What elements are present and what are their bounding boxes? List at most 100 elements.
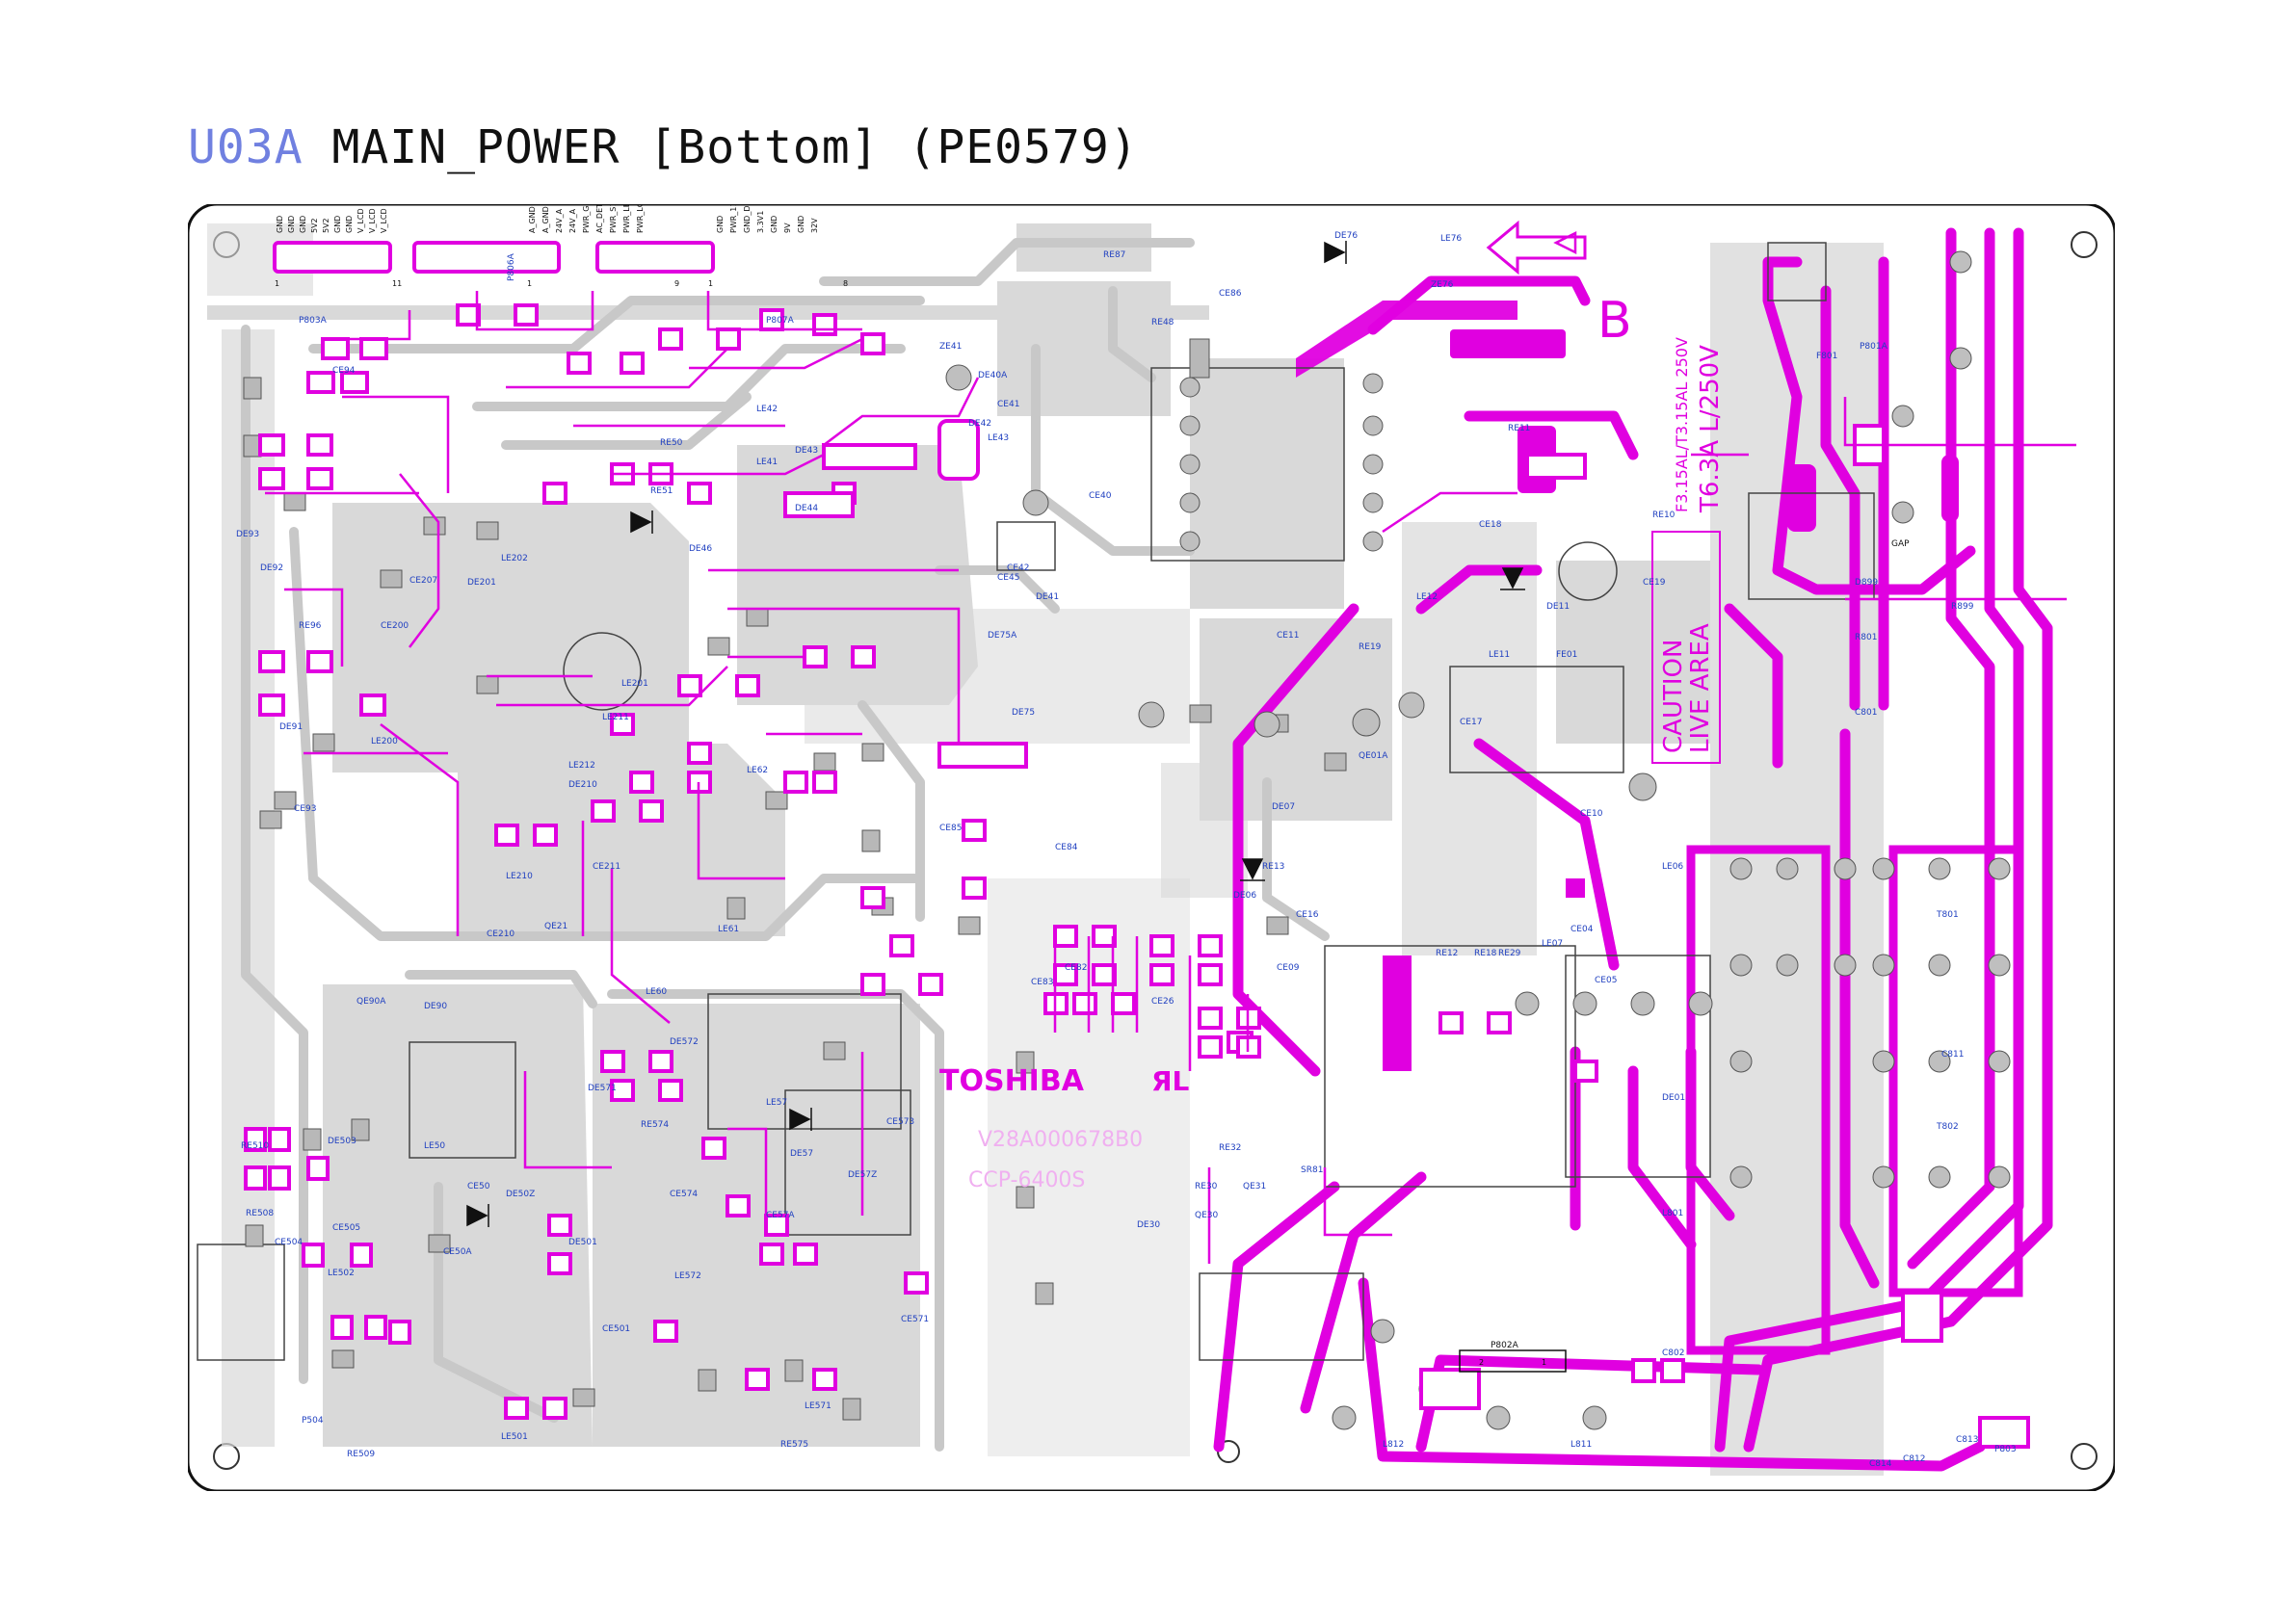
- designator-qe90a: QE90A: [356, 997, 386, 1007]
- designator-c811: C811: [1941, 1050, 1964, 1060]
- designator-ce211: CE211: [593, 862, 620, 872]
- designator-ce571: CE571: [901, 1315, 929, 1324]
- designator-ce26: CE26: [1151, 997, 1174, 1007]
- connector-p807a: P807A GND PWR_11V GND_D 3.3V1 GND 9V GND…: [708, 204, 848, 326]
- designator-c813: C813: [1956, 1435, 1978, 1445]
- designator-ce573: CE573: [886, 1117, 914, 1127]
- designator-le212: LE212: [568, 761, 595, 771]
- pin-number: 1: [708, 279, 713, 288]
- designator-l812: L812: [1383, 1440, 1404, 1450]
- brand-logo: TOSHIBA: [939, 1064, 1085, 1098]
- pin-label: 2: [1479, 1358, 1484, 1367]
- designator-c812: C812: [1903, 1454, 1925, 1464]
- pin-number: 9: [674, 279, 679, 288]
- zone-letter: B: [1597, 292, 1632, 350]
- pin-label: GND: [797, 216, 805, 233]
- designator-de572: DE572: [670, 1037, 699, 1047]
- designator-sr81: SR81: [1301, 1165, 1323, 1175]
- designator-re12: RE12: [1436, 949, 1458, 958]
- designator-de93: DE93: [236, 530, 259, 539]
- pin-label: A_GND: [528, 206, 537, 233]
- designator-t801: T801: [1936, 910, 1959, 920]
- designator-re50: RE50: [660, 438, 683, 448]
- designator-ce09: CE09: [1277, 963, 1300, 973]
- pcb-code-label: CCP-6400S: [968, 1168, 1085, 1192]
- pin-label: 5V2: [322, 218, 330, 233]
- pin-label: GND: [287, 216, 296, 233]
- designator-re30: RE30: [1195, 1182, 1218, 1191]
- designator-ce574: CE574: [670, 1190, 698, 1199]
- gap-label: GAP: [1891, 539, 1910, 549]
- pin-label: 9V: [783, 223, 792, 233]
- pin-number: 8: [843, 279, 848, 288]
- designator-de44: DE44: [795, 504, 818, 513]
- designator-fe01: FE01: [1556, 650, 1577, 660]
- pin-label: 32V: [810, 218, 819, 233]
- pin-label: GND: [299, 216, 307, 233]
- designator-de571: DE571: [588, 1084, 617, 1093]
- designator-le571: LE571: [805, 1401, 831, 1411]
- fuse-rating-1: F3.15AL/T3.15AL 250V: [1673, 337, 1691, 512]
- signal-traces-magenta: [265, 291, 2076, 1264]
- designator-re87: RE87: [1103, 250, 1125, 260]
- pin-label: 1: [1542, 1358, 1546, 1367]
- designator-de43: DE43: [795, 446, 818, 456]
- designator-re575: RE575: [780, 1440, 808, 1450]
- connector-ref: P802A: [1491, 1341, 1519, 1350]
- connector-ref: P806A: [507, 252, 516, 281]
- pin-label: A_GND: [541, 206, 550, 233]
- designator-de92: DE92: [260, 563, 283, 573]
- designator-re19: RE19: [1359, 642, 1382, 652]
- pin-label: 5V2: [310, 218, 319, 233]
- designator-le502: LE502: [328, 1269, 355, 1278]
- designator-t802: T802: [1936, 1122, 1959, 1132]
- designator-ce19: CE19: [1643, 578, 1666, 588]
- designator-le201: LE201: [621, 679, 648, 689]
- designator-ce16: CE16: [1296, 910, 1319, 920]
- designator-ce45: CE45: [997, 573, 1019, 583]
- designator-le41: LE41: [756, 458, 778, 467]
- pin-label: PWR_LCD: [636, 204, 645, 233]
- designator-le57: LE57: [766, 1098, 787, 1108]
- designator-re510: RE510: [241, 1141, 269, 1151]
- designator-de30: DE30: [1137, 1220, 1160, 1230]
- pin-label: GND: [770, 216, 779, 233]
- designator-ce207: CE207: [409, 576, 437, 586]
- designator-de75: DE75: [1012, 708, 1035, 718]
- title-name: MAIN_POWER: [331, 120, 620, 174]
- designator-ce83: CE83: [1031, 978, 1053, 987]
- designator-de07: DE07: [1272, 802, 1295, 812]
- designator-re48: RE48: [1151, 318, 1174, 327]
- designator-de50z: DE50Z: [506, 1190, 535, 1199]
- pin-label: PWR_S1G: [609, 204, 618, 233]
- pcb-board-diagram: TOSHIBA ЯL V28A000678B0 CCP-6400S B CAUT…: [188, 204, 2115, 1491]
- pin-label: AC_DET: [595, 204, 604, 233]
- pin-label: V_LCD: [356, 208, 365, 233]
- designator-r899: R899: [1951, 602, 1974, 612]
- designator-p803: P803: [1994, 1445, 2017, 1454]
- designator-f801: F801: [1816, 352, 1837, 361]
- designator-de46: DE46: [689, 544, 712, 554]
- designator-de91: DE91: [279, 722, 303, 732]
- pin-label: V_LCD: [368, 208, 377, 233]
- designator-ce42: CE42: [1007, 563, 1029, 573]
- designator-le501: LE501: [501, 1432, 528, 1442]
- title-side: [Bottom]: [648, 120, 880, 174]
- caution-box: [1651, 531, 1721, 764]
- designator-de503: DE503: [328, 1137, 356, 1146]
- designator-de501: DE501: [568, 1238, 597, 1247]
- component-pads-magenta: [244, 241, 2030, 1449]
- designator-le61: LE61: [718, 925, 739, 934]
- designator-re18: RE18: [1474, 949, 1497, 958]
- designator-re96: RE96: [299, 621, 322, 631]
- title-part: (PE0579): [908, 120, 1139, 174]
- designator-le12: LE12: [1416, 592, 1438, 602]
- connector-p803a: P803A GND GND GND 5V2 5V2 GND GND V_LCD …: [275, 208, 402, 326]
- title-code: U03A: [188, 120, 303, 174]
- caution-label-1: CAUTION: [1659, 640, 1688, 753]
- designator-le42: LE42: [756, 405, 778, 414]
- designator-p801a: P801A: [1860, 342, 1888, 352]
- designator-ze41: ZE41: [939, 342, 962, 352]
- designator-le76: LE76: [1440, 234, 1462, 244]
- designator-de06: DE06: [1233, 891, 1256, 901]
